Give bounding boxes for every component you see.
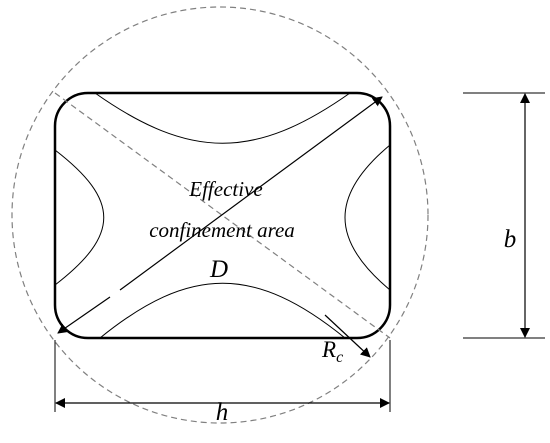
arch-left <box>54 149 105 286</box>
width-label: h <box>216 399 229 426</box>
area-label-line2: confinement area <box>149 218 295 242</box>
area-label-line1: Effective <box>188 177 262 201</box>
rounded-rectangle-section <box>53 91 392 340</box>
arch-top <box>94 92 351 144</box>
diameter-arrow <box>119 96 383 291</box>
arch-right <box>344 144 391 291</box>
diameter-arrow-lower <box>57 296 111 334</box>
dashed-diagonal <box>54 92 391 339</box>
diameter-label: D <box>209 256 228 283</box>
corner-radius-arrow <box>324 314 371 358</box>
corner-radius-label: Rc <box>321 337 343 366</box>
arch-bottom <box>99 282 346 339</box>
height-label: b <box>504 226 517 253</box>
circumscribed-circle <box>11 6 429 424</box>
